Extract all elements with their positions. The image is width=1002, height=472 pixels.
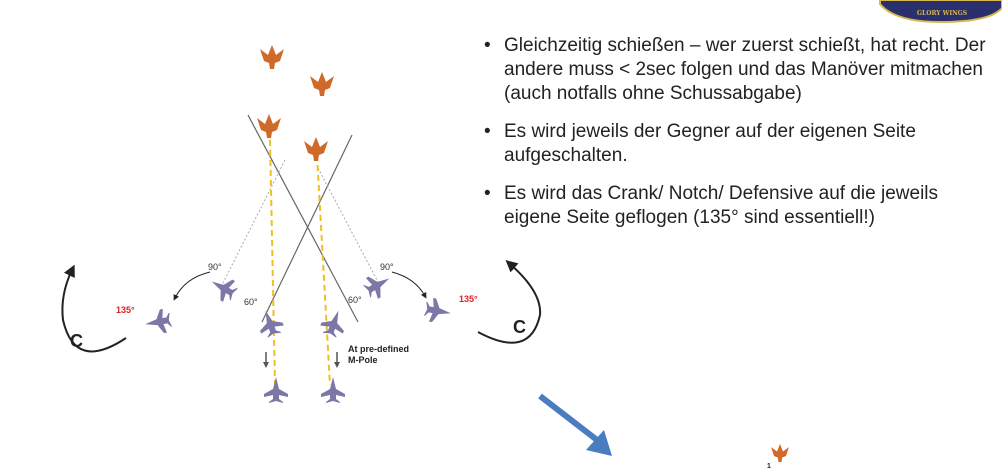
friendly-jet-crank-left-2 xyxy=(143,307,173,337)
bullet-item-2: Es wird jeweils der Gegner auf der eigen… xyxy=(482,120,997,168)
flight-path-right xyxy=(261,134,353,323)
dotted-line-left xyxy=(221,159,286,286)
flight-path-left xyxy=(247,114,359,323)
missile-track-left xyxy=(269,139,276,386)
friendly-jet-crank-left-1 xyxy=(205,271,241,305)
angle-60-left-label: 60° xyxy=(244,297,258,307)
crank-arrow-right xyxy=(477,260,542,344)
enemy-jet-4 xyxy=(304,137,328,161)
angle-90-right-label: 90° xyxy=(380,262,394,272)
dotted-line-right xyxy=(317,167,379,283)
friendly-jet-crank-right-2 xyxy=(423,296,453,326)
bullet-item-1: Gleichzeitig schießen – wer zuerst schie… xyxy=(482,34,997,106)
mpole-label-line2: M-Pole xyxy=(348,355,378,365)
crank-right-label: C xyxy=(513,317,526,337)
enemy-jet-small xyxy=(771,444,789,462)
angle-90-left-label: 90° xyxy=(208,262,222,272)
friendly-jet-crank-right-1 xyxy=(360,268,396,302)
transition-arrow xyxy=(538,393,612,456)
enemy-jet-3 xyxy=(257,114,281,138)
angle-135-left-label: 135° xyxy=(116,305,135,315)
enemy-jet-2 xyxy=(310,72,334,96)
friendly-jet-bottom-left xyxy=(264,377,288,403)
crank-arrow-left xyxy=(61,264,127,353)
angle-135-right-label: 135° xyxy=(459,294,478,304)
enemy-jet-1 xyxy=(260,45,284,69)
friendly-jet-60-right xyxy=(318,306,350,340)
missile-marker-right xyxy=(334,352,340,368)
crank-left-label: C xyxy=(70,331,83,351)
friendly-jet-60-left xyxy=(254,306,286,340)
friendly-jet-bottom-right xyxy=(321,377,345,403)
squadron-logo: GLORY WINGS xyxy=(879,0,1002,24)
missile-marker-left xyxy=(263,352,269,368)
mpole-label-line1: At pre-defined xyxy=(348,344,409,354)
angle-60-right-label: 60° xyxy=(348,295,362,305)
turn-arrow-right xyxy=(391,271,427,299)
turn-arrow-left xyxy=(173,271,211,301)
missile-track-right xyxy=(316,154,331,386)
logo-text: GLORY WINGS xyxy=(917,10,967,17)
flight-number-label: 1 xyxy=(767,463,771,470)
bullet-list: Gleichzeitig schießen – wer zuerst schie… xyxy=(482,34,997,244)
bullet-item-3: Es wird das Crank/ Notch/ Defensive auf … xyxy=(482,182,997,230)
